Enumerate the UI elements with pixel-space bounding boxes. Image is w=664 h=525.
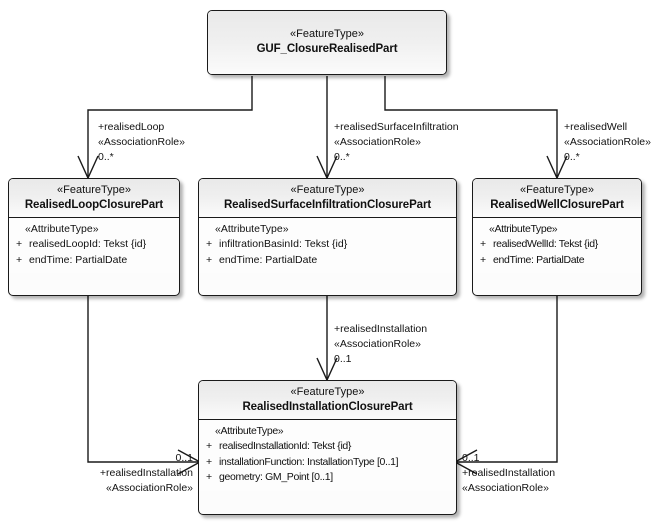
attribute-row: + realisedInstallationId: Tekst {id} bbox=[203, 439, 452, 455]
attribute-stereotype: «AttributeType» bbox=[215, 223, 289, 236]
association-label-realised-installation-right: 0..1 +realisedInstallation «AssociationR… bbox=[462, 451, 555, 496]
attribute-text: endTime: PartialDate bbox=[219, 253, 318, 266]
association-label-realised-surface-infiltration: +realisedSurfaceInfiltration «Associatio… bbox=[334, 120, 459, 165]
attribute-text: endTime: PartialDate bbox=[493, 253, 585, 266]
class-attribute-compartment: «AttributeType» + realisedWellId: Tekst … bbox=[473, 218, 641, 274]
class-realised-installation-closure-part[interactable]: «FeatureType» RealisedInstallationClosur… bbox=[198, 380, 457, 515]
attribute-visibility: + bbox=[480, 238, 487, 251]
attribute-stereotype: «AttributeType» bbox=[489, 223, 558, 236]
class-attribute-compartment: «AttributeType» + realisedLoopId: Tekst … bbox=[9, 218, 179, 274]
attribute-visibility: + bbox=[16, 253, 23, 266]
attribute-text: realisedWellId: Tekst {id} bbox=[493, 238, 598, 251]
arrowhead-loop bbox=[77, 155, 99, 180]
class-stereotype: «FeatureType» bbox=[520, 184, 594, 196]
attribute-visibility: + bbox=[206, 253, 213, 266]
attribute-visibility: + bbox=[480, 253, 487, 266]
attribute-text: realisedInstallationId: Tekst {id} bbox=[219, 440, 352, 453]
class-realised-well-closure-part[interactable]: «FeatureType» RealisedWellClosurePart «A… bbox=[472, 178, 642, 296]
class-attribute-compartment: «AttributeType» + infiltrationBasinId: T… bbox=[199, 218, 456, 274]
association-stereotype: «AssociationRole» bbox=[334, 135, 421, 148]
attribute-visibility: + bbox=[206, 440, 213, 453]
attribute-visibility: + bbox=[206, 471, 213, 484]
class-stereotype: «FeatureType» bbox=[57, 184, 131, 196]
attribute-text: infiltrationBasinId: Tekst {id} bbox=[219, 238, 348, 251]
attribute-text: endTime: PartialDate bbox=[29, 253, 128, 266]
attribute-visibility: + bbox=[206, 238, 213, 251]
attribute-text: geometry: GM_Point [0..1] bbox=[219, 471, 333, 484]
association-role: +realisedInstallation bbox=[462, 466, 556, 479]
attribute-row: + realisedLoopId: Tekst {id} bbox=[13, 237, 175, 253]
attribute-stereotype: «AttributeType» bbox=[25, 223, 99, 236]
attribute-text: realisedLoopId: Tekst {id} bbox=[29, 238, 147, 251]
class-header: «FeatureType» RealisedLoopClosurePart bbox=[9, 179, 179, 219]
association-multiplicity: 0..* bbox=[334, 150, 350, 163]
attribute-visibility: + bbox=[16, 238, 23, 251]
association-label-realised-loop: +realisedLoop «AssociationRole» 0..* bbox=[98, 120, 185, 165]
class-guf-closure-realised-part[interactable]: «FeatureType» GUF_ClosureRealisedPart bbox=[207, 10, 447, 75]
association-role: +realisedWell bbox=[564, 121, 628, 133]
class-name: GUF_ClosureRealisedPart bbox=[256, 43, 398, 56]
edge-well-to-installation bbox=[455, 296, 558, 463]
association-stereotype: «AssociationRole» bbox=[106, 481, 193, 494]
association-label-realised-installation-center: +realisedInstallation «AssociationRole» … bbox=[334, 322, 427, 367]
class-name: RealisedLoopClosurePart bbox=[24, 198, 164, 211]
association-role: +realisedLoop bbox=[98, 121, 165, 133]
class-realised-loop-closure-part[interactable]: «FeatureType» RealisedLoopClosurePart «A… bbox=[8, 178, 180, 296]
association-multiplicity: 0..1 bbox=[175, 452, 193, 464]
attribute-row: + infiltrationBasinId: Tekst {id} bbox=[203, 237, 452, 253]
association-multiplicity: 0..* bbox=[98, 150, 114, 163]
class-stereotype: «FeatureType» bbox=[290, 386, 365, 398]
class-attribute-compartment: «AttributeType» + realisedInstallationId… bbox=[199, 420, 456, 491]
attribute-row: + endTime: PartialDate bbox=[477, 253, 637, 269]
association-stereotype: «AssociationRole» bbox=[462, 481, 549, 494]
association-role: +realisedInstallation bbox=[99, 466, 193, 479]
class-realised-surface-infiltration-closure-part[interactable]: «FeatureType» RealisedSurfaceInfiltratio… bbox=[198, 178, 457, 296]
attribute-row: + geometry: GM_Point [0..1] bbox=[203, 470, 452, 486]
association-role: +realisedSurfaceInfiltration bbox=[334, 121, 459, 133]
class-header: «FeatureType» RealisedWellClosurePart bbox=[473, 179, 641, 219]
attribute-row: + endTime: PartialDate bbox=[13, 253, 175, 269]
class-name: RealisedWellClosurePart bbox=[490, 198, 624, 211]
class-header: «FeatureType» RealisedSurfaceInfiltratio… bbox=[199, 179, 456, 219]
class-header: «FeatureType» GUF_ClosureRealisedPart bbox=[208, 11, 446, 74]
association-multiplicity: 0..* bbox=[564, 150, 580, 163]
association-stereotype: «AssociationRole» bbox=[98, 135, 185, 148]
association-stereotype: «AssociationRole» bbox=[334, 337, 421, 350]
attribute-visibility: + bbox=[206, 455, 213, 468]
association-label-realised-installation-left: 0..1 +realisedInstallation «AssociationR… bbox=[45, 451, 193, 496]
class-name: RealisedSurfaceInfiltrationClosurePart bbox=[223, 198, 432, 211]
class-stereotype: «FeatureType» bbox=[290, 184, 365, 196]
class-name: RealisedInstallationClosurePart bbox=[242, 400, 413, 413]
attribute-stereotype: «AttributeType» bbox=[215, 425, 284, 438]
class-stereotype: «FeatureType» bbox=[290, 28, 364, 41]
association-role: +realisedInstallation bbox=[334, 323, 428, 335]
attribute-row: + endTime: PartialDate bbox=[203, 253, 452, 269]
attribute-row: + realisedWellId: Tekst {id} bbox=[477, 237, 637, 253]
association-multiplicity: 0..1 bbox=[462, 452, 480, 464]
attribute-row: + installationFunction: InstallationType… bbox=[203, 455, 452, 471]
association-label-realised-well: +realisedWell «AssociationRole» 0..* bbox=[564, 120, 651, 165]
association-multiplicity: 0..1 bbox=[334, 352, 352, 365]
attribute-text: installationFunction: InstallationType [… bbox=[219, 455, 399, 468]
edge-loop-to-installation bbox=[87, 296, 200, 463]
class-header: «FeatureType» RealisedInstallationClosur… bbox=[199, 381, 456, 421]
association-stereotype: «AssociationRole» bbox=[564, 135, 651, 148]
